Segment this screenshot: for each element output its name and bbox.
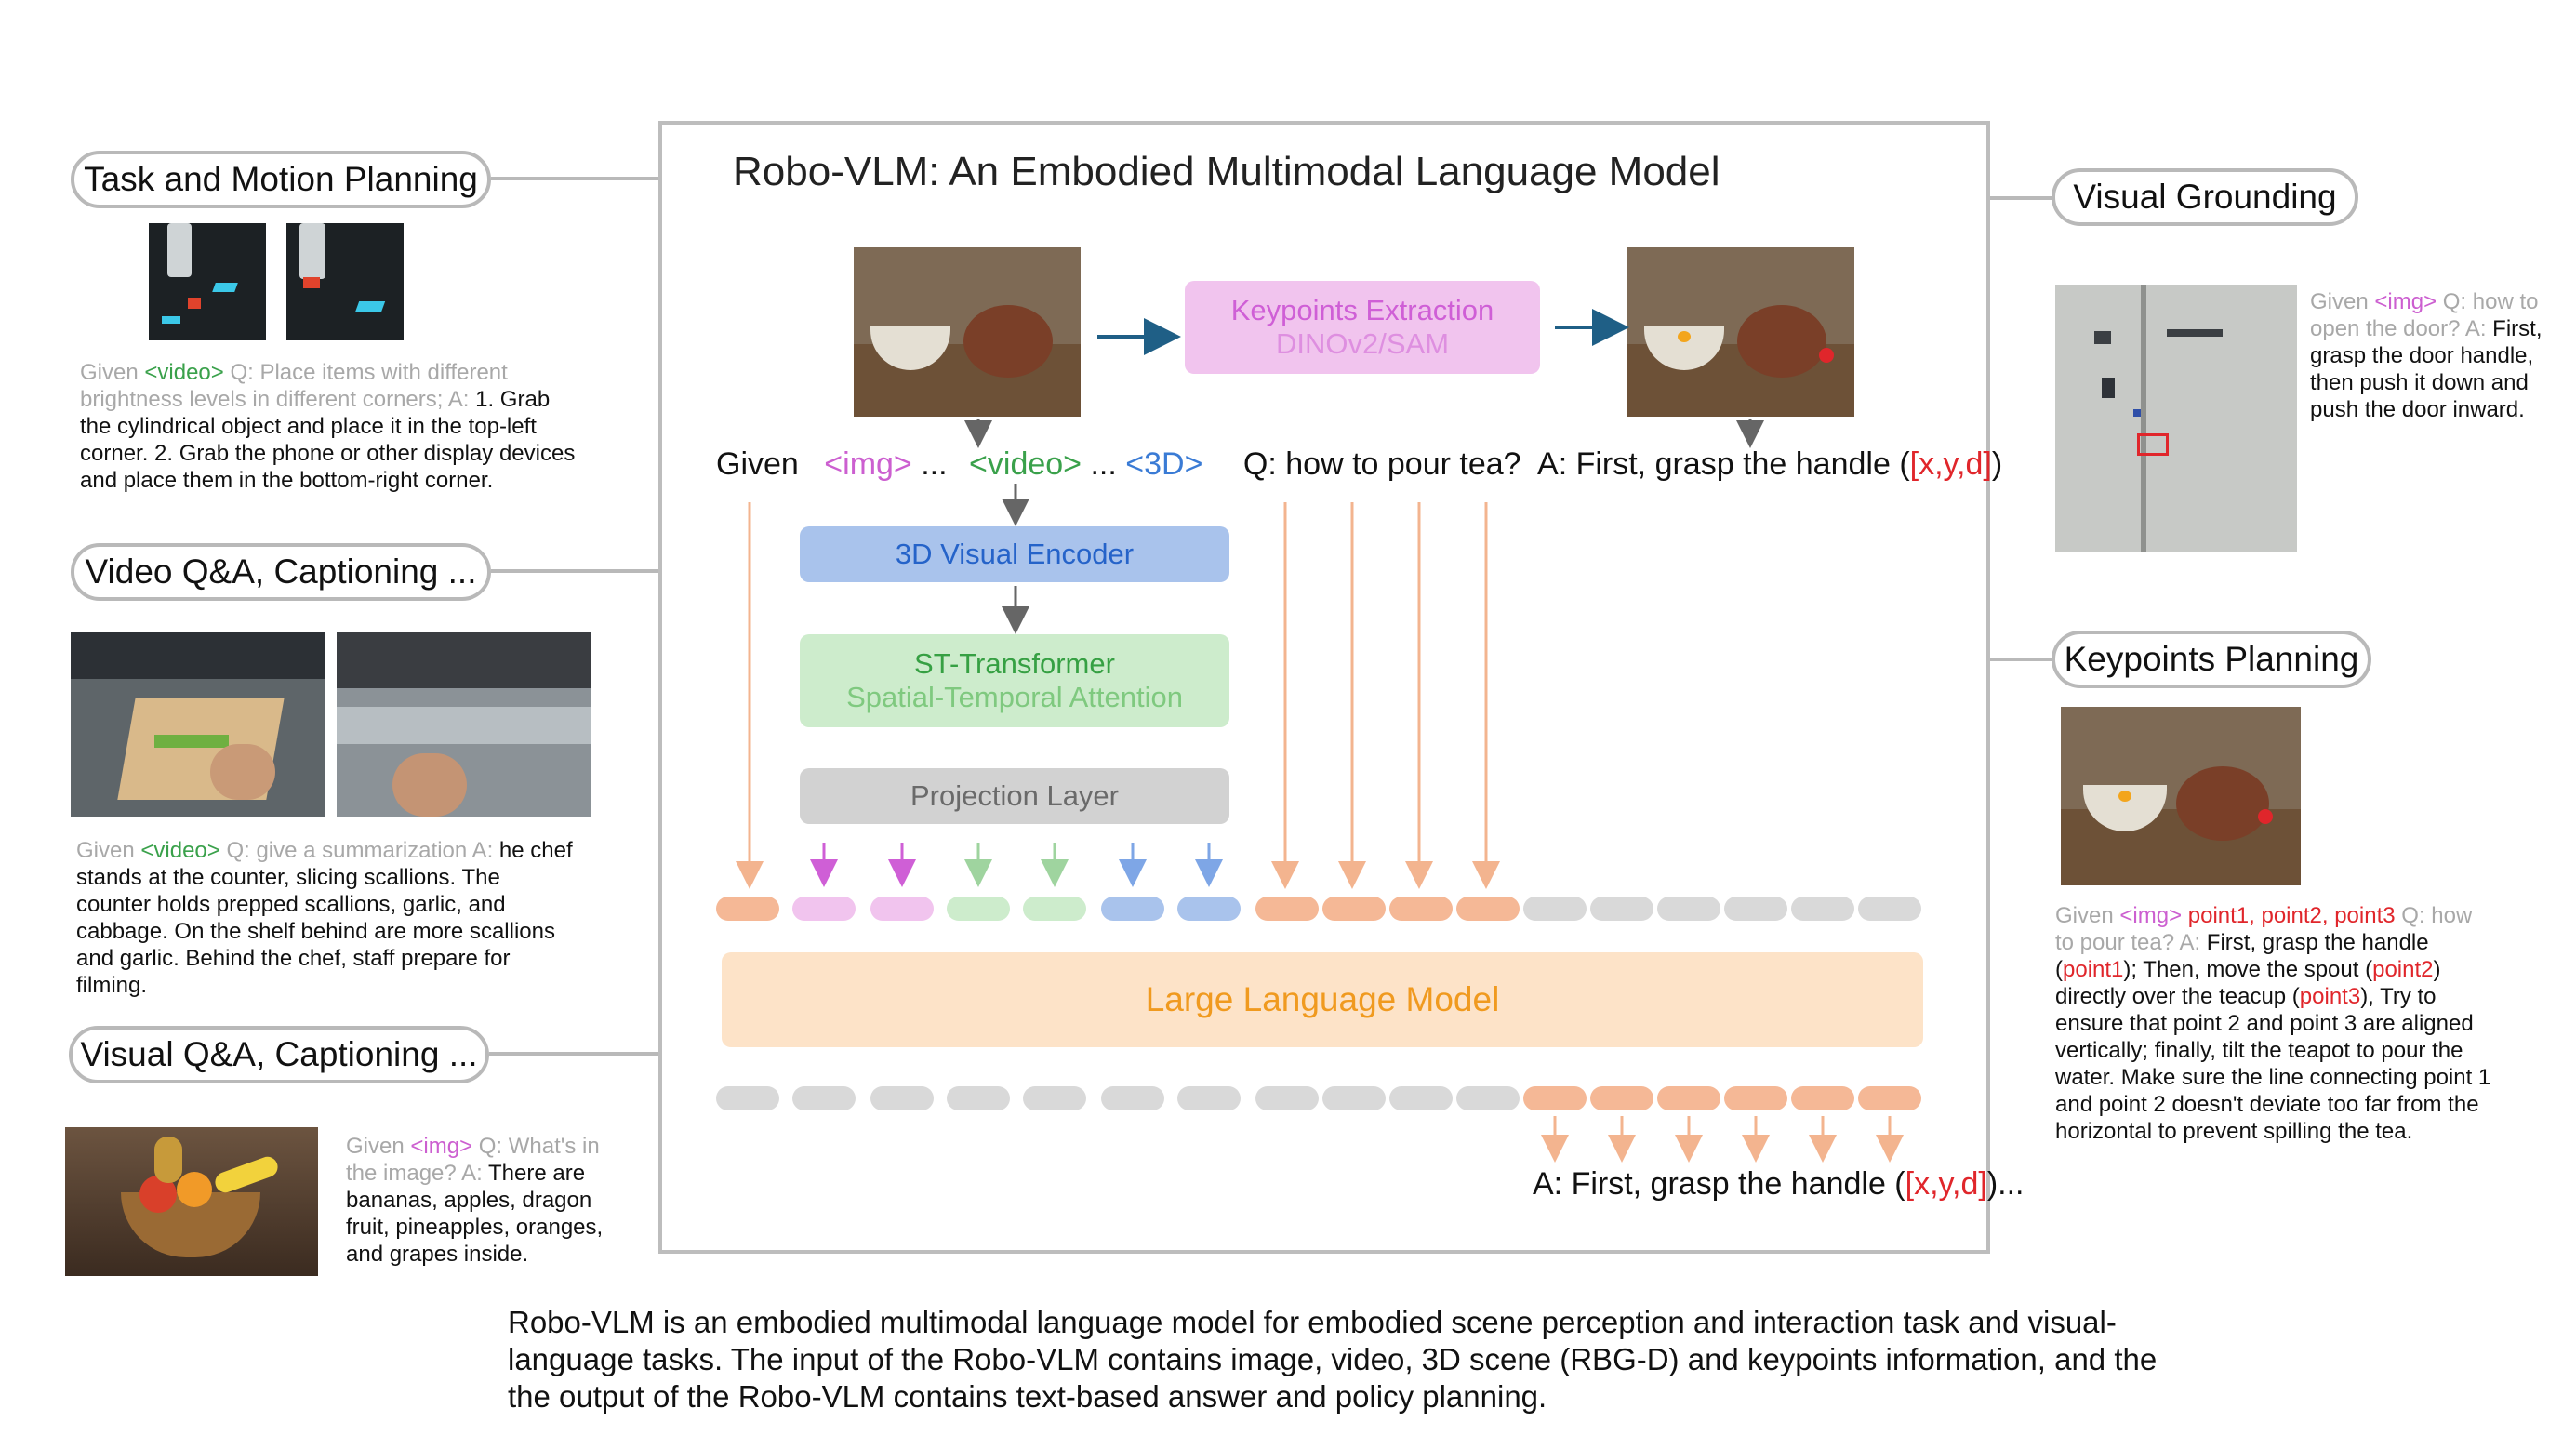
input-dots-1: ... [921,446,948,482]
pill-video-qa: Video Q&A, Captioning ... [71,543,491,601]
llm-layer: Large Language Model [722,952,1923,1047]
answer-part-1: First, grasp the handle ( [2055,930,2429,982]
input-img-tag: <img> [824,446,912,482]
question-text: Q: give a summarization A: [226,838,494,863]
output-sequence-line: A: First, grasp the handle ([x,y,d])... [1533,1166,2024,1203]
img-tag: <img> [2119,903,2183,928]
st-transformer-sub: Spatial-Temporal Attention [846,681,1183,713]
given-label: Given [2310,289,2369,314]
pill-keypoints-planning: Keypoints Planning [2052,631,2371,688]
question-text: Q: What's in the image? A: [346,1134,600,1186]
question-text: Q: how to open the door? A: [2310,289,2539,341]
kitchen-photo-2 [337,632,591,817]
answer-text: First, grasp the door handle, then push … [2310,316,2543,422]
task-motion-annotation: Given <video> Q: Place items with differ… [80,359,582,494]
input-3d-tag: <3D> [1125,446,1203,482]
given-label: Given [76,838,135,863]
answer-part-2: ); Then, move the spout ( [2123,957,2373,982]
door-photo [2055,285,2297,552]
input-sequence-line: Given <img> ... <video> ... <3D> Q: how … [716,446,2002,483]
keypoints-extraction-title: Keypoints Extraction [1230,294,1494,326]
input-close: ) [1991,446,2003,482]
st-transformer-title: ST-Transformer [914,647,1115,680]
output-prefix: A: First, grasp the handle ( [1533,1166,1905,1202]
input-question: Q: how to pour tea? [1242,446,1521,482]
robot-arm-photo-2 [286,223,404,340]
video-tag: <video> [144,360,224,385]
visual-encoder-layer: 3D Visual Encoder [800,526,1229,582]
input-video-tag: <video> [969,446,1082,482]
keypoints-extraction-box: Keypoints Extraction DINOv2/SAM [1185,281,1540,374]
kitchen-photo-1 [71,632,325,817]
diagram-title: Robo-VLM: An Embodied Multimodal Languag… [733,149,1720,194]
output-suffix: )... [1986,1166,2025,1202]
figure-caption: Robo-VLM is an embodied multimodal langu… [508,1305,2158,1414]
point1-ref: point1 [2063,957,2124,982]
fruit-basket-photo [65,1127,318,1276]
projection-layer: Projection Layer [800,768,1229,824]
teapot-keypoint-image [1627,247,1854,417]
visual-grounding-annotation: Given <img> Q: how to open the door? A: … [2310,288,2554,423]
question-text: Q: Place items with different brightness… [80,360,508,412]
answer-text: he chef stands at the counter, slicing s… [76,838,573,998]
img-tag: <img> [2374,289,2437,314]
pill-visual-grounding: Visual Grounding [2052,168,2358,226]
pill-visual-qa: Visual Q&A, Captioning ... [69,1026,489,1083]
teapot-input-image [854,247,1081,417]
answer-part-3: ) directly over the teacup ( [2055,957,2441,1009]
video-tag: <video> [140,838,220,863]
pill-task-motion-planning: Task and Motion Planning [71,151,491,208]
point2-ref: point2 [2372,957,2434,982]
st-transformer-layer: ST-Transformer Spatial-Temporal Attentio… [800,634,1229,727]
output-coords: [x,y,d] [1905,1166,1987,1202]
robot-arm-photo-1 [149,223,266,340]
model-frame [658,121,1990,1254]
projection-label: Projection Layer [910,779,1119,812]
input-given: Given [716,446,799,482]
given-label: Given [346,1134,405,1159]
point3-ref: point3 [2299,984,2361,1009]
points-tag: point1, point2, point3 [2187,903,2396,928]
answer-text: There are bananas, apples, dragon fruit,… [346,1161,604,1267]
visual-encoder-label: 3D Visual Encoder [895,538,1135,570]
given-label: Given [2055,903,2114,928]
video-qa-annotation: Given <video> Q: give a summarization A:… [76,837,578,999]
llm-label: Large Language Model [1145,980,1500,1018]
teapot-photo-planning [2061,707,2301,885]
given-label: Given [80,360,139,385]
question-text: Q: how to pour tea? A: [2055,903,2473,955]
input-dots-2: ... [1090,446,1117,482]
img-tag: <img> [410,1134,473,1159]
answer-text: 1. Grab the cylindrical object and place… [80,387,576,493]
input-answer: A: First, grasp the handle ( [1537,446,1910,482]
input-coords: [x,y,d] [1909,446,1992,482]
visual-qa-annotation: Given <img> Q: What's in the image? A: T… [346,1133,616,1268]
answer-part-4: ), Try to ensure that point 2 and point … [2055,984,2491,1144]
keypoints-extraction-sub: DINOv2/SAM [1275,327,1450,360]
keypoints-planning-annotation: Given <img> point1, point2, point3 Q: ho… [2055,902,2492,1145]
